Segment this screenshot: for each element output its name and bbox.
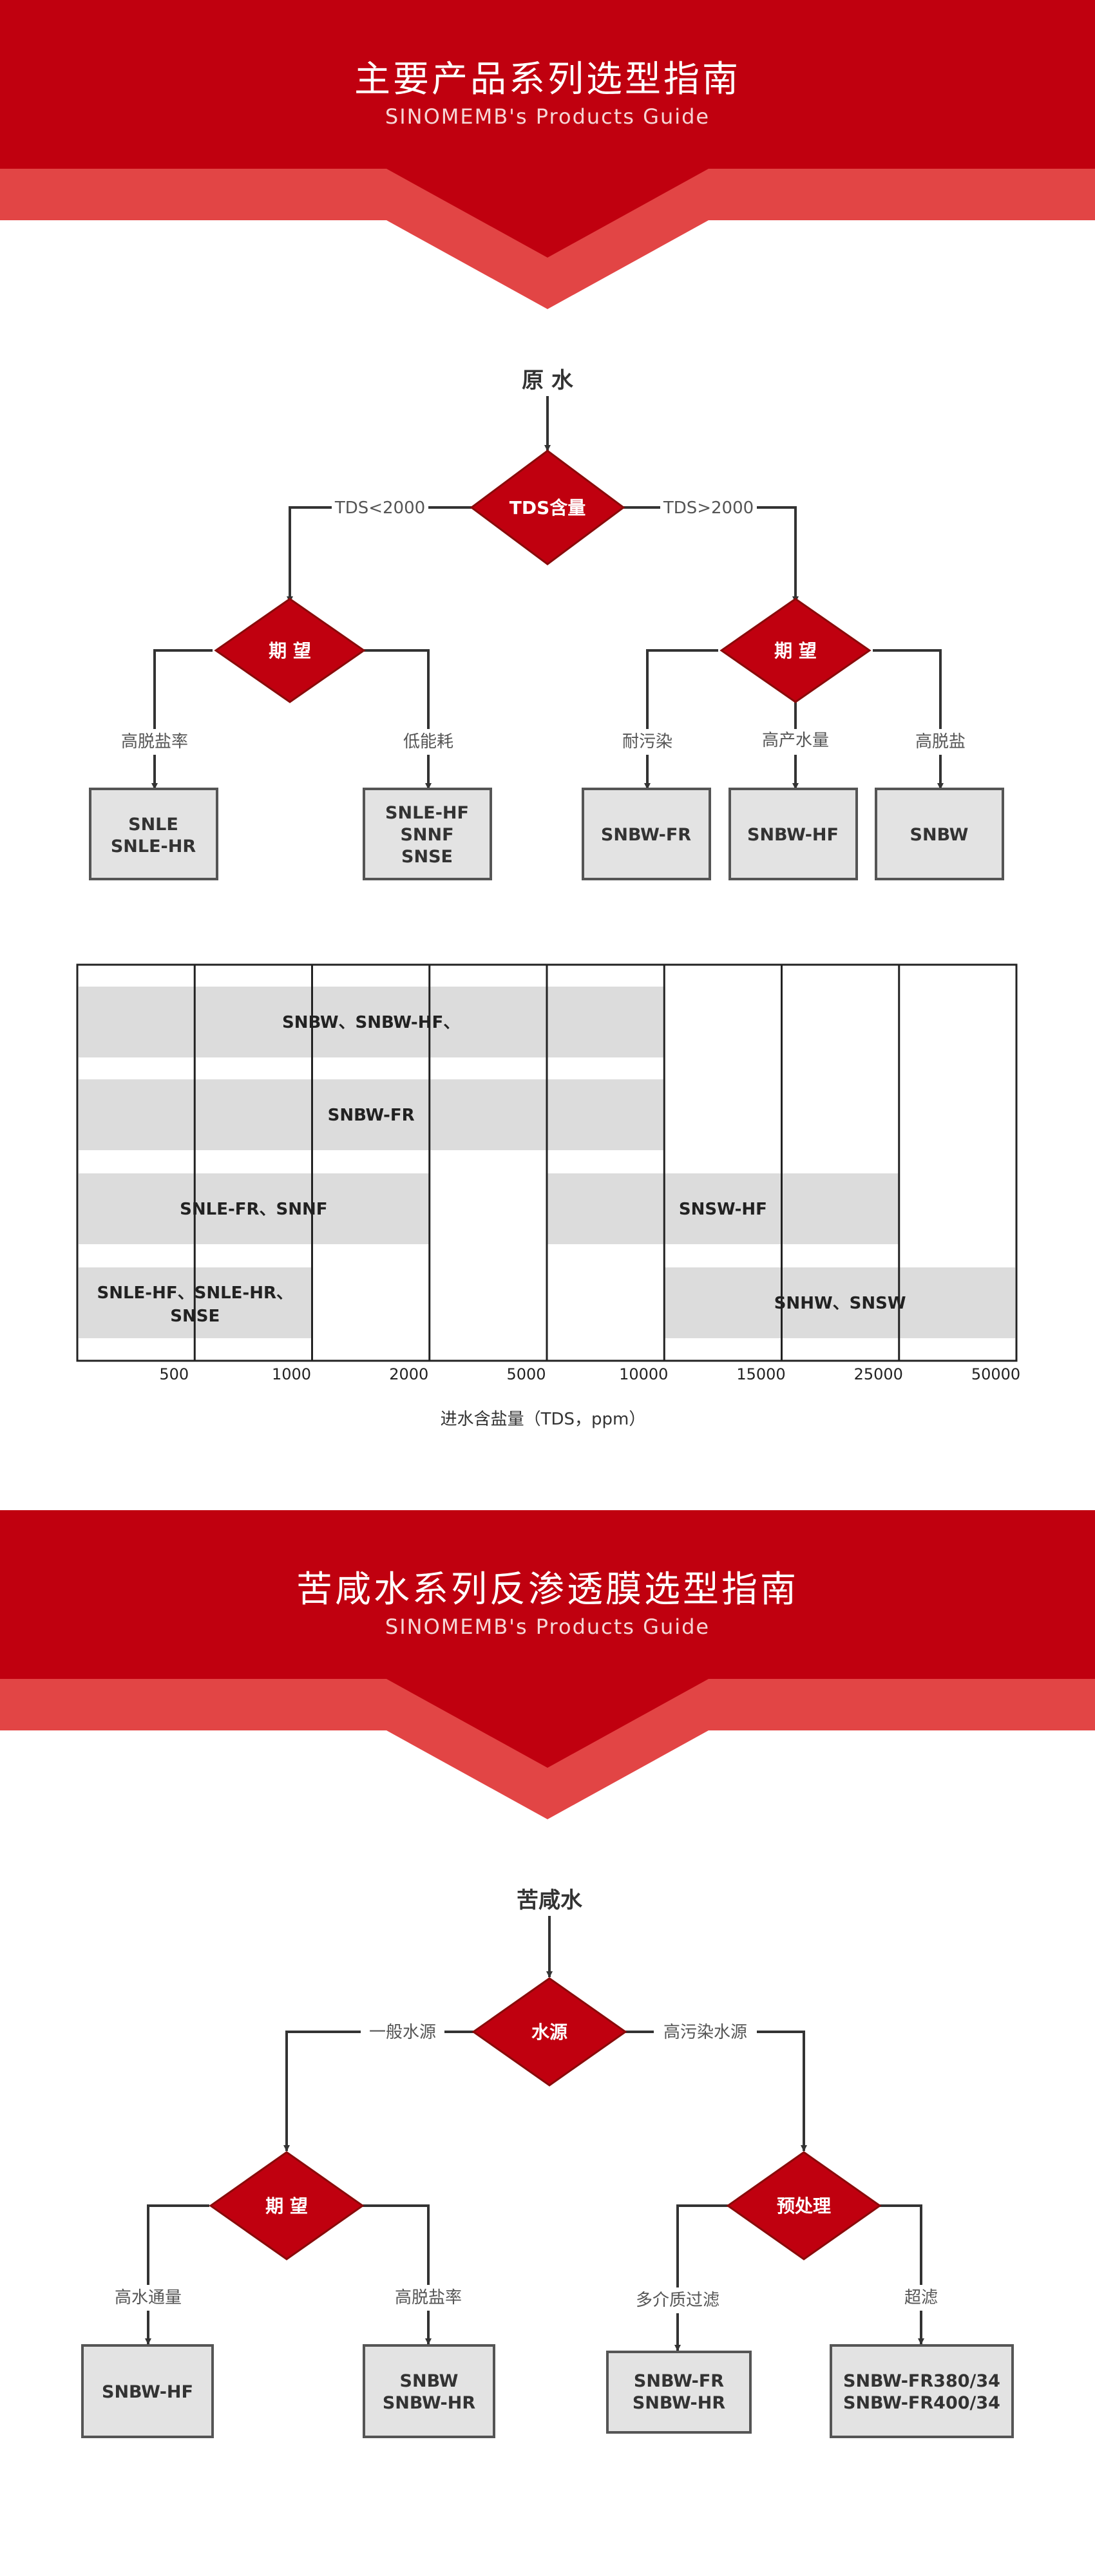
range-bar-label: SNBW-FR (328, 1106, 415, 1125)
banner-1-subtitle: SINOMEMB's Products Guide (385, 104, 710, 129)
product-box-snle-hf (363, 788, 492, 880)
product-box-snbw-fr (582, 788, 711, 880)
flow2-box-rl-line-2: SNBW-HR (633, 2393, 726, 2413)
range-bar-label: SNSW-HF (679, 1200, 767, 1219)
box-lr-line-2: SNNF (400, 825, 453, 845)
box-lr-line-3: SNSE (401, 847, 453, 867)
chart-tick-label: 10000 (619, 1365, 668, 1383)
flow2-right-decision-label: 预处理 (777, 2195, 831, 2217)
branch-right-label: TDS>2000 (663, 498, 754, 518)
range-bar (665, 1267, 1015, 1338)
edge-label-high-salt-rejection: 高脱盐 (915, 732, 966, 752)
flow2-left-decision-label: 期 望 (265, 2195, 308, 2217)
flow2-box-snbw (363, 2344, 495, 2438)
product-box-snle (89, 788, 218, 880)
range-bar-label: SNLE-FR、SNNF (180, 1200, 327, 1219)
chart-tick-label: 25000 (854, 1365, 903, 1383)
flow2-box-rl-line-1: SNBW-FR (634, 2371, 724, 2391)
right-decision-diamond (719, 598, 871, 703)
box-rl-line-1: SNBW-FR (601, 825, 691, 845)
box-ll-line-1: SNLE (128, 815, 178, 835)
range-bar-label: SNHW、SNSW (774, 1294, 906, 1313)
flowchart-1: 原 水 TDS含量 TDS<2000 TDS>2000 期 望 期 望 高脱盐率… (89, 368, 1004, 880)
flow2-edge-label-high-flux: 高水通量 (115, 2288, 182, 2307)
flow2-box-rr-line-1: SNBW-FR380/34 (843, 2371, 1000, 2391)
tds-range-chart: SNBW、SNBW-HF、 SNBW-FR SNLE-FR、SNNF SNSW-HF S… (76, 963, 1020, 1429)
flow2-decision-label: 水源 (531, 2022, 567, 2043)
range-bar-label: SNLE-HF、SNLE-HR、 (97, 1283, 293, 1303)
banner-1-shape (0, 0, 1095, 309)
flow2-edge-label-ultrafiltration: 超滤 (904, 2288, 938, 2307)
flow2-right-decision-diamond (726, 2151, 882, 2260)
flow2-box-lr-line-2: SNBW-HR (383, 2393, 476, 2413)
box-ll-line-2: SNLE-HR (111, 837, 196, 857)
box-rm-line-1: SNBW-HF (747, 825, 839, 845)
flow2-decision-diamond (471, 1977, 627, 2087)
banner-1-title: 主要产品系列选型指南 (354, 59, 741, 100)
range-bar (79, 1173, 429, 1244)
box-lr-line-1: SNLE-HF (385, 803, 469, 823)
decision-diamond (470, 450, 625, 565)
flow2-box-ll-line-1: SNBW-HF (102, 2382, 193, 2402)
chart-x-axis-label: 进水含盐量（TDS，ppm） (441, 1410, 646, 1429)
chart-tick-label: 500 (159, 1365, 189, 1383)
range-bar (548, 1173, 899, 1244)
product-box-snbw (875, 788, 1004, 880)
edge-label-high-rejection: 高脱盐率 (121, 732, 188, 752)
box-rr-line-1: SNBW (910, 825, 969, 845)
banner-2-subtitle: SINOMEMB's Products Guide (385, 1615, 710, 1639)
left-decision-label: 期 望 (269, 640, 311, 661)
range-bar (79, 1079, 664, 1150)
flow2-box-snbw-fr (606, 2351, 752, 2434)
flow2-box-snbw-fr380 (830, 2344, 1014, 2438)
flow2-edge-label-multimedia-filtration: 多介质过滤 (636, 2291, 719, 2310)
edge-label-low-energy: 低能耗 (403, 732, 453, 752)
flow2-left-decision-diamond (209, 2151, 365, 2260)
chart-tick-label: 15000 (736, 1365, 785, 1383)
left-decision-diamond (214, 598, 366, 703)
right-decision-label: 期 望 (774, 640, 817, 661)
header-banner-2: 苦咸水系列反渗透膜选型指南 SINOMEMB's Products Guide (0, 1510, 1095, 1819)
flow2-box-rr-line-2: SNBW-FR400/34 (843, 2393, 1000, 2413)
flow2-box-snbw-hf (81, 2344, 214, 2438)
branch-left-label: TDS<2000 (334, 498, 425, 518)
chart-tick-label: 50000 (971, 1365, 1020, 1383)
chart-tick-label: 1000 (272, 1365, 311, 1383)
flow2-box-lr-line-1: SNBW (400, 2371, 459, 2391)
range-bar (79, 987, 664, 1057)
product-box-snbw-hf (728, 788, 858, 880)
chart-tick-label: 2000 (389, 1365, 428, 1383)
chart-tick-label: 5000 (506, 1365, 546, 1383)
header-banner-1: 主要产品系列选型指南 SINOMEMB's Products Guide (0, 0, 1095, 309)
edge-label-fouling-resistant: 耐污染 (622, 732, 672, 752)
edge-label-high-flow: 高产水量 (762, 731, 829, 750)
flow2-root-label: 苦咸水 (517, 1888, 583, 1913)
flow2-branch-left-label: 一般水源 (369, 2023, 436, 2042)
banner-2-title: 苦咸水系列反渗透膜选型指南 (296, 1569, 799, 1611)
range-bar-label: SNSE (170, 1307, 220, 1326)
banner-2-shape (0, 1510, 1095, 1819)
root-label: 原 水 (522, 368, 574, 393)
flow2-branch-right-label: 高污染水源 (663, 2023, 747, 2042)
range-bar-label: SNBW、SNBW-HF、 (282, 1013, 460, 1032)
decision-label: TDS含量 (509, 497, 586, 518)
flow2-edge-label-high-rejection: 高脱盐率 (395, 2288, 462, 2307)
